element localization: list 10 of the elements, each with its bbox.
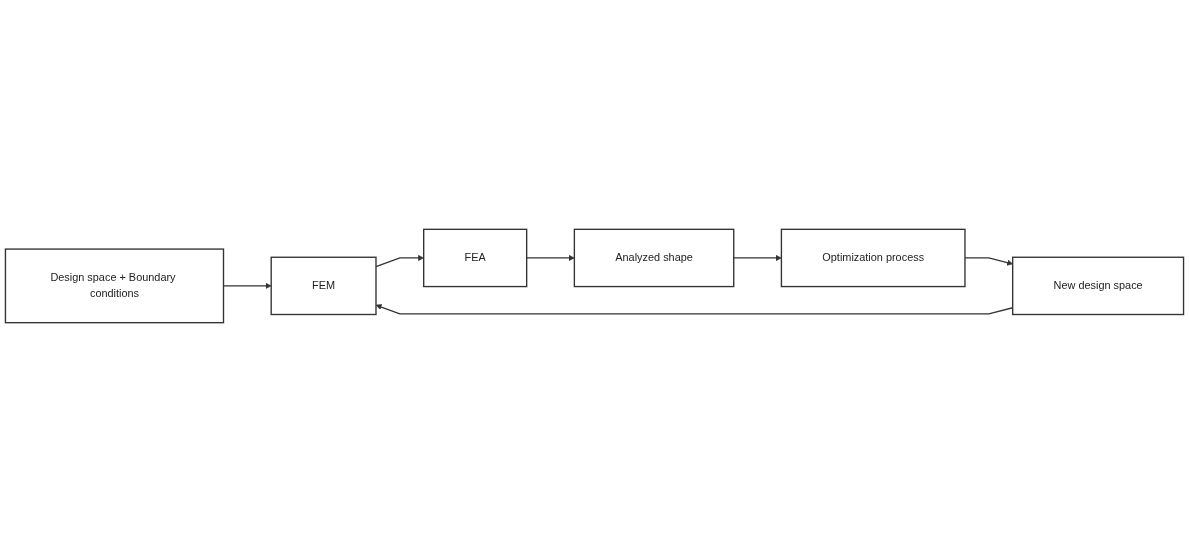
node-box: Optimization process [780,228,966,287]
arrow [375,254,424,267]
node-box: FEA [423,228,528,287]
arrow [526,254,575,261]
node-box: Analyzed shape [573,228,735,287]
node-box: FEM [270,256,377,315]
node-box: Design space + Boundary conditions [4,247,225,323]
arrow [964,256,1013,266]
arrow [733,254,782,261]
node-box: New design space [1012,256,1185,315]
